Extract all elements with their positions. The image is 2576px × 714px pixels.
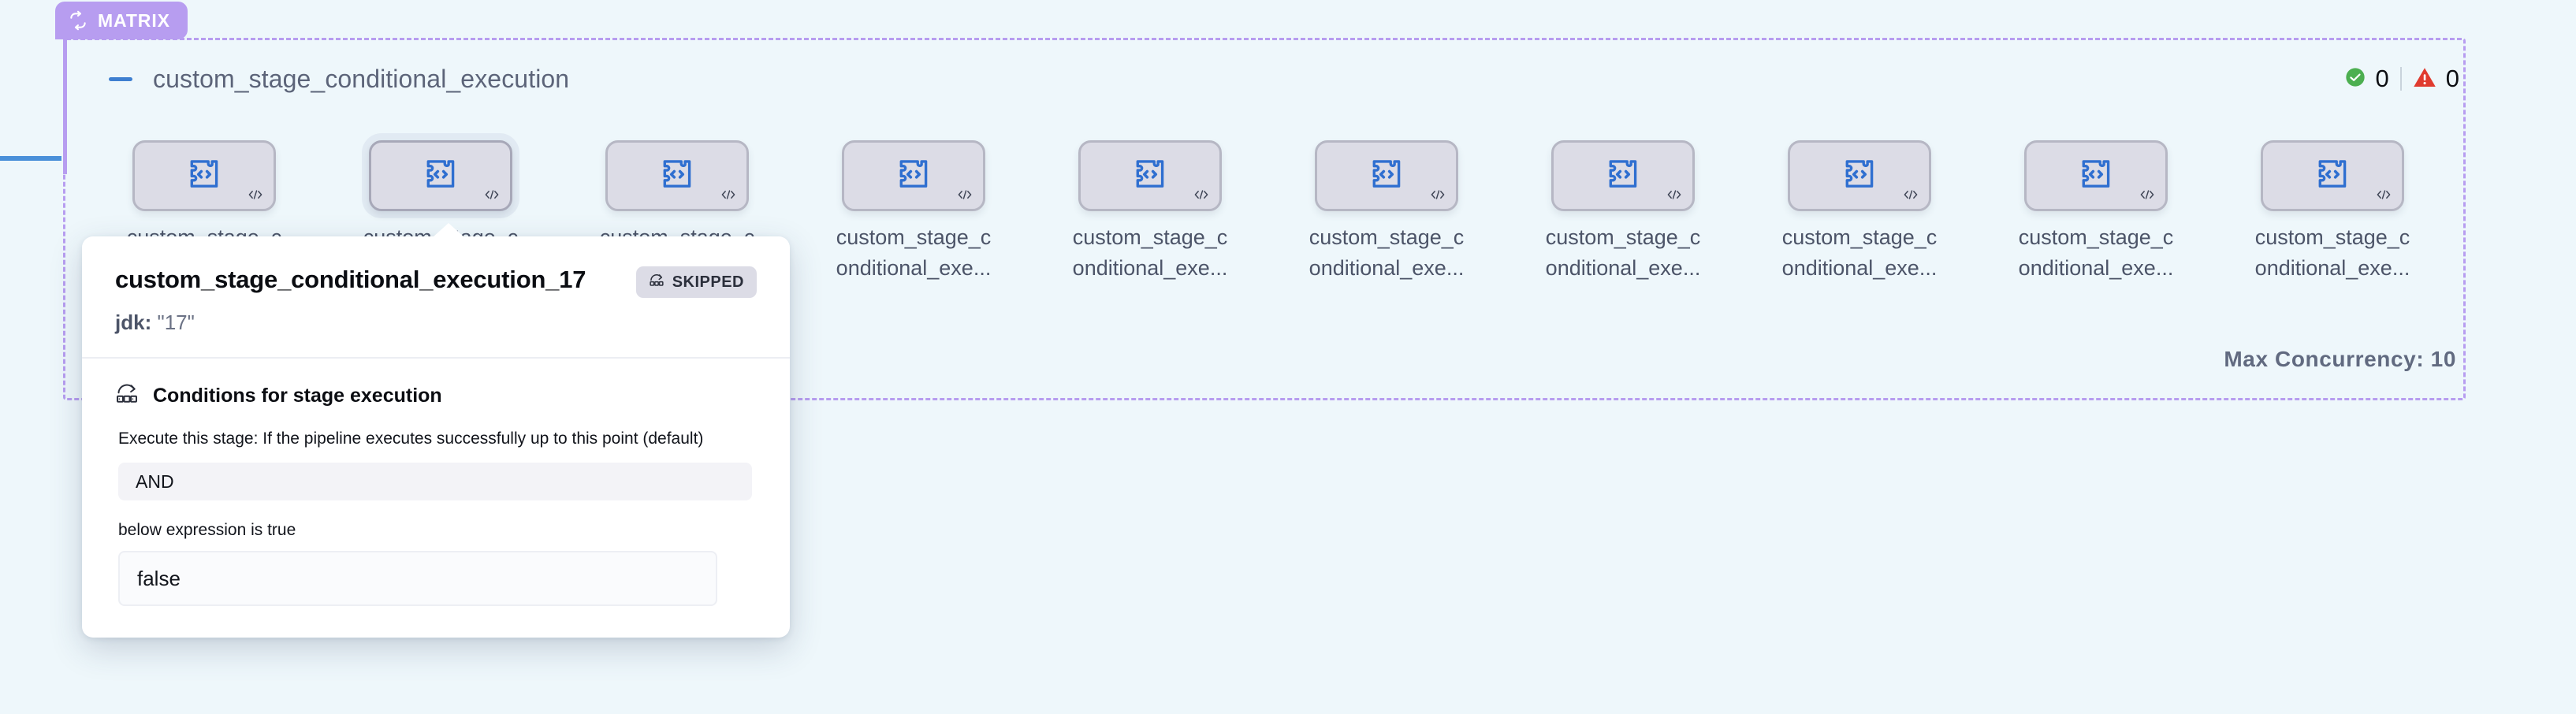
status-badge-label: SKIPPED (672, 273, 744, 291)
node-card[interactable] (1788, 140, 1931, 211)
warning-triangle-icon (2413, 66, 2436, 92)
plugin-code-icon (1841, 156, 1878, 196)
matrix-node[interactable]: custom_stage_conditional_exe... (127, 140, 281, 280)
plugin-code-icon (895, 156, 932, 196)
expression-field: false (118, 551, 717, 607)
loop-icon (68, 10, 88, 31)
stage-details-popover: custom_stage_conditional_execution_17 SK… (82, 223, 790, 638)
success-count: 0 (2375, 65, 2389, 92)
code-icon (2375, 188, 2392, 204)
matrix-node[interactable]: custom_stage_conditional_exe... (363, 140, 518, 280)
popover-divider (82, 357, 790, 359)
matrix-badge[interactable]: MATRIX (55, 2, 188, 39)
conditions-header: Conditions for stage execution (115, 382, 757, 410)
plugin-code-icon (2078, 156, 2114, 196)
status-badge: SKIPPED (635, 266, 757, 298)
node-card[interactable] (132, 140, 276, 211)
warning-count: 0 (2445, 65, 2459, 92)
matrix-node[interactable]: custom_stage_conditional_exe... (600, 140, 754, 280)
plugin-code-icon (1605, 156, 1641, 196)
plugin-code-icon (423, 156, 459, 196)
max-concurrency-label: Max Concurrency: 10 (2224, 347, 2456, 371)
node-card[interactable] (1551, 140, 1695, 211)
incoming-connector-line (0, 156, 61, 161)
popover-header: custom_stage_conditional_execution_17 SK… (82, 236, 790, 357)
status-divider (2399, 67, 2402, 91)
matrix-group-box (63, 38, 2466, 400)
matrix-axis-val: "17" (157, 311, 195, 334)
matrix-axis-value: jdk: "17" (115, 311, 757, 335)
operator-field: AND (118, 463, 752, 501)
minus-icon[interactable] (109, 77, 132, 81)
plugin-code-icon (1132, 156, 1168, 196)
status-counters: 0 0 (2344, 65, 2459, 93)
skip-icon (649, 272, 664, 292)
code-icon (1902, 188, 1919, 204)
code-icon (2139, 188, 2156, 204)
code-icon (483, 188, 501, 204)
node-card[interactable] (1315, 140, 1458, 211)
warning-counter[interactable]: 0 (2413, 65, 2459, 93)
matrix-badge-label: MATRIX (98, 9, 170, 31)
plugin-code-icon (1368, 156, 1405, 196)
page-title: custom_stage_conditional_execution (153, 65, 570, 93)
plugin-code-icon (186, 156, 222, 196)
node-card[interactable] (605, 140, 749, 211)
code-icon (1429, 188, 1446, 204)
code-icon (1193, 188, 1210, 204)
matrix-axis-key: jdk: (115, 311, 152, 334)
code-icon (956, 188, 973, 204)
execute-condition-description: Execute this stage: If the pipeline exec… (118, 430, 704, 448)
code-icon (720, 188, 737, 204)
conditions-title: Conditions for stage execution (153, 385, 442, 407)
success-counter[interactable]: 0 (2344, 65, 2389, 93)
popover-body: Conditions for stage execution Execute t… (82, 359, 790, 638)
conditions-icon (115, 382, 139, 410)
plugin-code-icon (659, 156, 695, 196)
code-icon (247, 188, 264, 204)
node-card[interactable] (2261, 140, 2404, 211)
plugin-code-icon (2314, 156, 2351, 196)
node-card[interactable] (2024, 140, 2168, 211)
popover-arrow (433, 223, 464, 237)
popover-title: custom_stage_conditional_execution_17 (115, 266, 586, 293)
node-card[interactable] (842, 140, 985, 211)
node-card[interactable] (1078, 140, 1222, 211)
code-icon (1666, 188, 1683, 204)
group-header[interactable]: custom_stage_conditional_execution (109, 65, 569, 94)
node-card[interactable] (369, 140, 512, 211)
expression-label: below expression is true (118, 521, 296, 540)
check-circle-icon (2344, 66, 2366, 92)
matrix-group-left-accent (63, 38, 67, 174)
